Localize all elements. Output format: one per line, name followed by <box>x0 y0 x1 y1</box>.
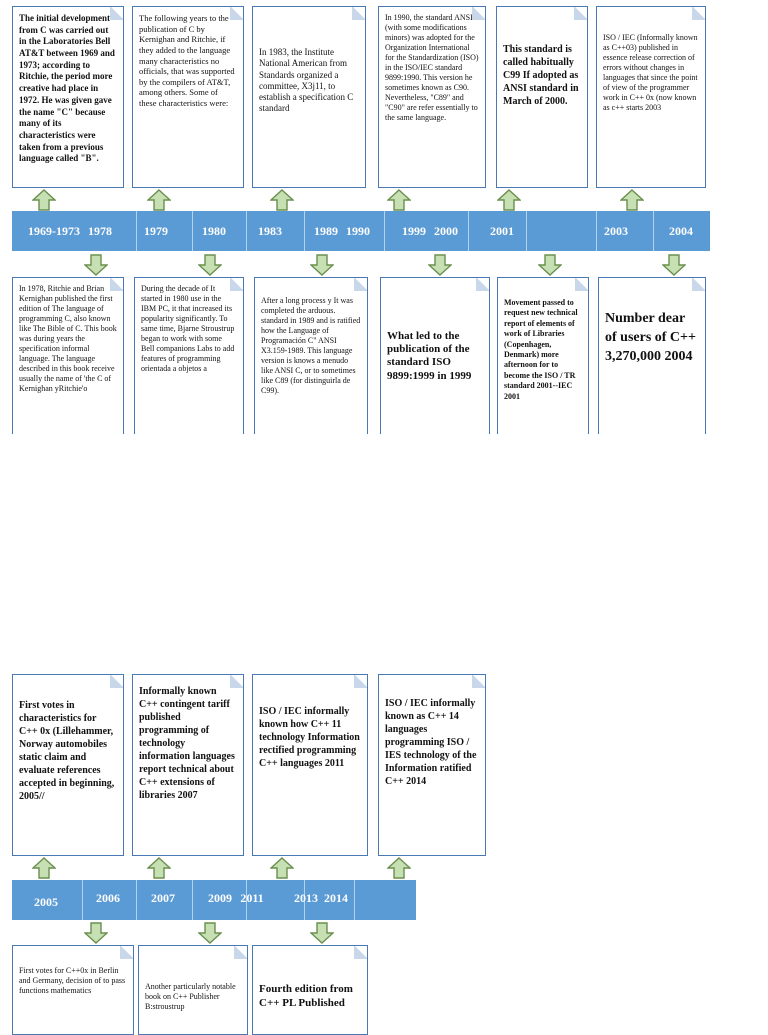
year-separator <box>246 880 247 920</box>
down-arrow-icon <box>198 922 222 944</box>
timeline-card-2005: First votes in characteristics for C++ 0… <box>12 674 124 856</box>
card-text: Another particularly notable book on C++… <box>145 982 238 1011</box>
timeline-card-2013: Fourth edition from C++ PL Published <box>252 945 368 1035</box>
timeline-card-1978: In 1978, Ritchie and Brian Kernighan pub… <box>12 277 124 447</box>
down-arrow-icon <box>538 254 562 276</box>
year-label: 1989 <box>314 224 338 238</box>
year-label: 1990 <box>346 224 370 238</box>
year-separator <box>354 880 355 920</box>
year-separator <box>82 880 83 920</box>
timeline-card-2003: ISO / IEC (Informally known as C++03) pu… <box>596 6 706 188</box>
card-text: This standard is called habitually C99 I… <box>503 44 582 107</box>
card-text: First votes for C++0x in Berlin and Germ… <box>19 966 128 995</box>
card-text: In 1990, the standard ANSI (with some mo… <box>385 13 481 122</box>
down-arrow-icon <box>84 254 108 276</box>
year-label: 2001 <box>490 224 514 238</box>
year-label: 1969-1973 <box>28 224 80 238</box>
year-separator <box>192 211 193 251</box>
down-arrow-icon <box>84 922 108 944</box>
timeline-card-2007: Informally known C++ contingent tariff p… <box>132 674 244 856</box>
up-arrow-icon <box>270 857 294 879</box>
down-arrow-icon <box>198 254 222 276</box>
year-label: 2014 <box>324 891 348 905</box>
card-text: What led to the publication of the stand… <box>387 330 473 382</box>
card-text: The initial development from C was carri… <box>19 13 118 164</box>
year-label: 2004 <box>669 224 693 238</box>
year-separator <box>384 211 385 251</box>
timeline-bar: 1969-1973 1978 1979 1980 1983 1989 1990 … <box>12 211 710 251</box>
timeline-card-2001: Movement passed to request new technical… <box>497 277 589 447</box>
year-label: 2006 <box>96 891 120 905</box>
year-separator <box>596 211 597 251</box>
down-arrow-icon <box>310 922 334 944</box>
timeline-card-1980: During the decade of It started in 1980 … <box>134 277 244 447</box>
page-cut <box>0 434 768 674</box>
up-arrow-icon <box>147 189 171 211</box>
up-arrow-icon <box>620 189 644 211</box>
timeline-card-2004: Number dear of users of C++ 3,270,000 20… <box>598 277 706 447</box>
card-text: First votes in characteristics for C++ 0… <box>19 700 117 802</box>
down-arrow-icon <box>310 254 334 276</box>
year-label: 2011 <box>240 891 264 905</box>
timeline-card-2009: Another particularly notable book on C++… <box>138 945 248 1035</box>
year-label: 2005 <box>34 895 58 909</box>
timeline-card-2006: First votes for C++0x in Berlin and Germ… <box>12 945 134 1035</box>
down-arrow-icon <box>662 254 686 276</box>
up-arrow-icon <box>387 857 411 879</box>
timeline-card-1979: The following years to the publication o… <box>132 6 244 188</box>
year-label: 2000 <box>434 224 458 238</box>
timeline-card-1983: In 1983, the Institute National American… <box>252 6 366 188</box>
up-arrow-icon <box>270 189 294 211</box>
year-label: 2007 <box>151 891 175 905</box>
up-arrow-icon <box>32 189 56 211</box>
year-label: 2013 <box>294 891 318 905</box>
timeline-card-1999-iso: What led to the publication of the stand… <box>380 277 490 447</box>
card-text: After a long process y It was completed … <box>261 296 363 395</box>
up-arrow-icon <box>497 189 521 211</box>
up-arrow-icon <box>387 189 411 211</box>
timeline-card-2011: ISO / IEC informally known how C++ 11 te… <box>252 674 368 856</box>
card-text: Informally known C++ contingent tariff p… <box>139 686 238 801</box>
year-separator <box>192 880 193 920</box>
year-separator <box>468 211 469 251</box>
timeline-card-1969: The initial development from C was carri… <box>12 6 124 188</box>
card-text: In 1983, the Institute National American… <box>259 47 356 114</box>
down-arrow-icon <box>428 254 452 276</box>
card-text: The following years to the publication o… <box>139 13 237 108</box>
year-separator <box>136 880 137 920</box>
year-separator <box>136 211 137 251</box>
card-text: During the decade of It started in 1980 … <box>141 284 237 373</box>
year-label: 1980 <box>202 224 226 238</box>
card-text: Movement passed to request new technical… <box>504 298 580 401</box>
year-separator <box>246 211 247 251</box>
year-label: 1978 <box>88 224 112 238</box>
year-separator <box>304 211 305 251</box>
card-text: ISO / IEC informally known how C++ 11 te… <box>259 706 363 769</box>
year-label: 2003 <box>604 224 628 238</box>
year-label: 1983 <box>258 224 282 238</box>
year-separator <box>304 880 305 920</box>
card-text: ISO / IEC informally known as C++ 14 lan… <box>385 698 479 787</box>
up-arrow-icon <box>32 857 56 879</box>
card-text: In 1978, Ritchie and Brian Kernighan pub… <box>19 284 119 393</box>
year-label: 2009 <box>208 891 232 905</box>
up-arrow-icon <box>147 857 171 879</box>
timeline-card-2014: ISO / IEC informally known as C++ 14 lan… <box>378 674 486 856</box>
year-label: 1999 <box>402 224 426 238</box>
year-separator <box>526 211 527 251</box>
timeline-card-1990: In 1990, the standard ANSI (with some mo… <box>378 6 486 188</box>
year-separator <box>653 211 654 251</box>
card-text: ISO / IEC (Informally known as C++03) pu… <box>603 33 700 112</box>
year-label: 1979 <box>144 224 168 238</box>
card-text: Number dear of users of C++ 3,270,000 20… <box>605 311 700 364</box>
card-text: Fourth edition from C++ PL Published <box>259 983 356 1010</box>
timeline-card-1999: This standard is called habitually C99 I… <box>496 6 588 188</box>
timeline-card-1989: After a long process y It was completed … <box>254 277 368 447</box>
timeline-bar: 2005 2006 2007 2009 2011 2013 2014 <box>12 880 416 920</box>
